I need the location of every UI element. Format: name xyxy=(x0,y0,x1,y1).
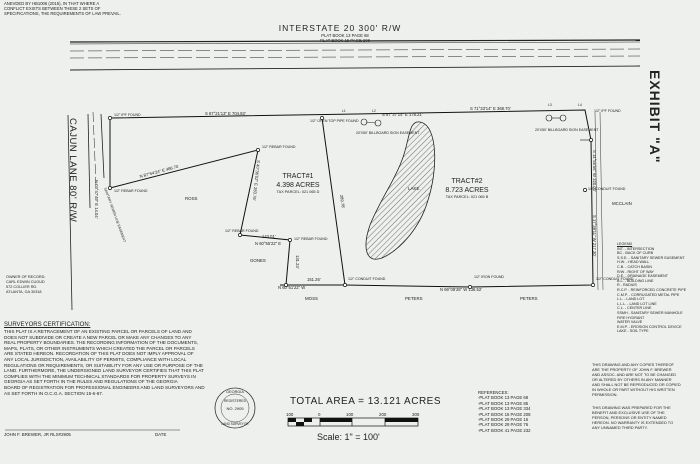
neighbor-peters-1: PETERS xyxy=(405,296,423,301)
neighbor-ross: ROSS xyxy=(185,196,198,201)
svg-text:200: 200 xyxy=(379,412,387,417)
lot-l3: L3 xyxy=(548,103,552,107)
svg-text:CARL EDWIN CUOUD: CARL EDWIN CUOUD xyxy=(6,280,45,284)
bearing-cajun-ref: N 03°47'49" E 14.04' xyxy=(94,180,99,219)
references: REFERENCES: -PLAT BOOK 13 PAGE 68 -PLAT … xyxy=(478,390,531,433)
distance-d4: 289.78' xyxy=(339,194,346,208)
easement-2-label: 20'X50' BILLBOARD SIGN EASEMENT xyxy=(535,128,599,132)
bearing-mid-left: N 60°51'22" W xyxy=(278,285,305,290)
cajun-lane-label: CAJUN LANE 80' R/W xyxy=(67,118,78,222)
pin-label-conduit-3: 1/2" CONDUIT FOUND xyxy=(596,277,634,281)
property-boundary xyxy=(109,109,594,288)
surveyor-certification: SURVEYORS CERTIFICATION: THIS PLAT IS A … xyxy=(4,322,205,396)
legend: LEGEND INT. - INTERSECTION BC - BACK OF … xyxy=(617,242,687,334)
billboard-easement-1 xyxy=(360,118,382,127)
surveyor-seal: GEORGIA REGISTERED NO. 2905 LAND SURVEYO… xyxy=(214,387,256,429)
interstate-road xyxy=(69,39,641,71)
lot-l4: L4 xyxy=(578,103,582,107)
svg-text:REGISTERED: REGISTERED xyxy=(224,399,247,403)
pin-label-iron: 1/2" IRON FOUND xyxy=(474,275,504,279)
svg-text:100: 100 xyxy=(346,412,354,417)
owner-block: OWNER OF RECORD: CARL EDWIN CUOUD 572 CO… xyxy=(6,275,45,294)
tract-2-label: TRACT#2 8.723 ACRES TAX PARCEL: 021 065 … xyxy=(445,178,489,199)
svg-text:TAX PARCEL: 021 065 D: TAX PARCEL: 021 065 D xyxy=(277,190,320,194)
road-plat-ref-2: PLAT BOOK 15 PAGE 208 xyxy=(320,38,370,43)
svg-text:ANEVDED BY HB1006 (2015), IN T: ANEVDED BY HB1006 (2015), IN THAT WHERE … xyxy=(4,1,99,6)
svg-text:SPECIFICATIONS, THE REQUIREMEN: SPECIFICATIONS, THE REQUIREMENTS OF LAW … xyxy=(4,11,121,16)
east-right-of-way xyxy=(594,111,604,291)
pin-label-conduit-2: 1/2" CONDUIT FOUND xyxy=(588,187,626,191)
pin-label-ipf-2: 1/2" IPF FOUND xyxy=(594,109,621,113)
cajun-lane xyxy=(67,111,105,311)
scale-bar xyxy=(287,417,419,427)
survey-pins xyxy=(108,116,595,289)
pin-label-rebar-1: 1/2" REBAR FOUND xyxy=(114,189,148,193)
lot-l2: L2 xyxy=(372,109,376,113)
interstate-label: INTERSTATE 20 300' R/W xyxy=(279,23,402,33)
bearing-tract1-west: S 40°36'52" E 283.76' xyxy=(252,160,261,201)
svg-text:300: 300 xyxy=(412,412,420,417)
bearing-east-top: S 14°55'56" W 320.00' xyxy=(592,150,597,192)
pin-label-rebar-2: 1/2" REBAR FOUND xyxy=(262,145,296,149)
lake-label: LAKE xyxy=(408,186,420,191)
date-label: DATE xyxy=(155,432,166,437)
svg-text:OWNER OF RECORD:: OWNER OF RECORD: xyxy=(6,275,45,279)
road-plat-ref-1: PLAT BOOK 13 PAGE 68 xyxy=(321,33,369,38)
svg-text:CONFLICT EXISTS BETWEEN THESE: CONFLICT EXISTS BETWEEN THESE 2 SETS OF xyxy=(4,6,101,11)
pin-label-conduit-1: 1/2" CONDUIT FOUND xyxy=(348,277,386,281)
svg-text:ATLANTA, GA 30318: ATLANTA, GA 30318 xyxy=(6,290,42,294)
svg-text:8.723 ACRES: 8.723 ACRES xyxy=(445,187,489,194)
prepared-note: THIS DRAWING WAS PREPARED FOR THE BENEFI… xyxy=(592,405,674,430)
svg-text:NO. 2905: NO. 2905 xyxy=(226,406,244,411)
svg-text:TAX PARCEL: 021 065 B: TAX PARCEL: 021 065 B xyxy=(446,195,489,199)
svg-text:100: 100 xyxy=(286,412,294,417)
distance-d3: 151.26' xyxy=(307,277,321,282)
neighbor-mcclain: MCCLAIN xyxy=(612,201,632,206)
pin-label-rebar-3: 1/2" REBAR FOUND xyxy=(225,229,259,233)
exhibit-label: EXHIBIT "A" xyxy=(647,70,663,164)
bearing-north-west: S 67°21'13" E 704.93' xyxy=(205,111,246,116)
pin-label-rebar-4: 1/2" REBAR FOUND xyxy=(294,237,328,241)
svg-text:TRACT#2: TRACT#2 xyxy=(451,178,482,185)
bearing-north-mid: S 67°37'14" E 178.21' xyxy=(382,112,423,117)
distance-d1: 143.01' xyxy=(262,234,276,239)
svg-text:LAND SURVEYOR: LAND SURVEYOR xyxy=(221,422,249,426)
bearing-east-bottom: S 17°39'11" W 217.30' xyxy=(592,215,597,257)
svg-text:4.398 ACRES: 4.398 ACRES xyxy=(276,182,320,189)
billboard-easement-2 xyxy=(545,114,567,122)
easement-1-label: 20'X50' BILLBOARD SIGN EASEMENT xyxy=(356,131,420,135)
cert-title: SURVEYORS CERTIFICATION: xyxy=(4,322,91,328)
svg-text:0: 0 xyxy=(318,412,321,417)
bearing-tract1-bottom: N 60°55'22" E xyxy=(255,241,281,246)
lot-l1: L1 xyxy=(342,109,346,113)
surveyor-signature: JOHN F. BREWER, JR RLS#2905 xyxy=(4,432,71,437)
neighbor-moss: MOSS xyxy=(305,296,318,301)
pin-label-otp: 1/2" OPEN TOP PIPE FOUND xyxy=(310,119,359,123)
svg-text:GEORGIA: GEORGIA xyxy=(226,390,244,394)
tract-1-label: TRACT#1 4.398 ACRES TAX PARCEL: 021 065 … xyxy=(276,173,320,194)
pin-label-ipf: 1/2" IPF FOUND xyxy=(114,113,141,117)
scale-ticks: 100 0 100 200 300 xyxy=(286,412,420,417)
scale-label: Scale: 1" = 100' xyxy=(317,432,380,442)
distance-d2: 131.24' xyxy=(295,255,300,269)
bearing-north-east: S 71°33'14" E 368.70' xyxy=(470,106,511,111)
bearing-bottom-right: N 69°08'28" W 136.52' xyxy=(440,287,482,292)
property-note: THIS DRAWING AND ANY COPIES THEREOF ARE … xyxy=(592,362,681,397)
header-note: ANEVDED BY HB1006 (2015), IN THAT WHERE … xyxy=(4,1,121,16)
total-area: TOTAL AREA = 13.121 ACRES xyxy=(290,396,441,407)
neighbor-gones: GONES xyxy=(250,258,266,263)
svg-text:572 COLLIER RD.: 572 COLLIER RD. xyxy=(6,285,37,289)
lake-area xyxy=(365,121,436,260)
neighbor-peters-2: PETERS xyxy=(520,296,538,301)
svg-text:TRACT#1: TRACT#1 xyxy=(282,173,313,180)
